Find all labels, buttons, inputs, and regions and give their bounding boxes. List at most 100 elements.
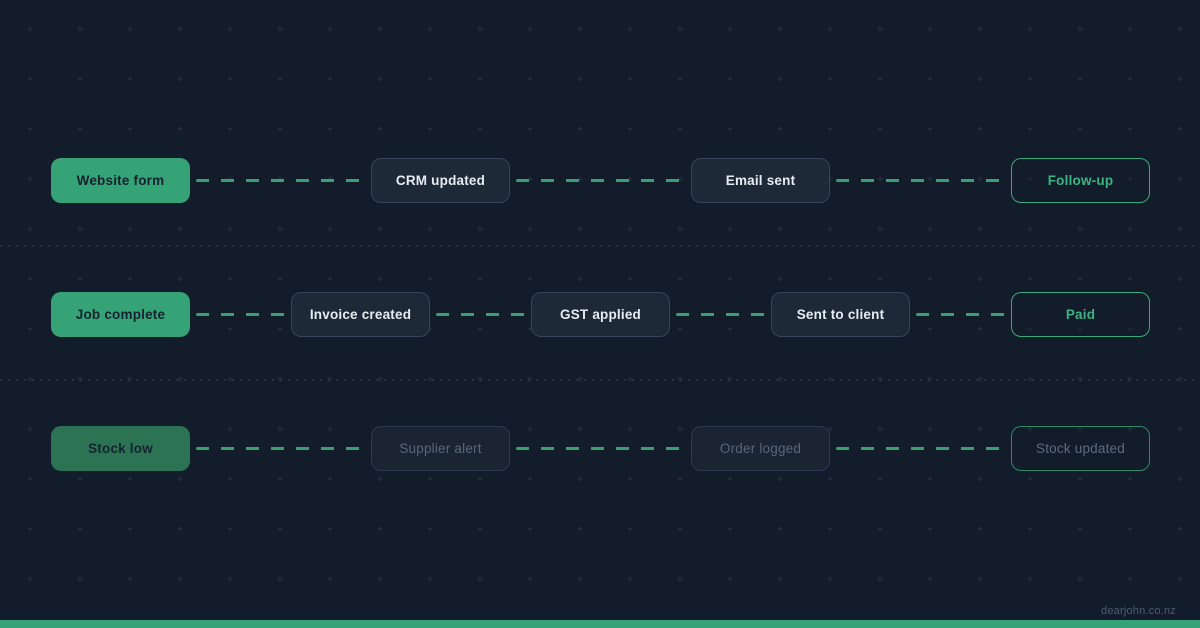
grid-plus-mark: + — [476, 524, 484, 535]
grid-plus-mark: + — [1026, 224, 1034, 235]
grid-plus-mark: + — [726, 224, 734, 235]
grid-plus-mark: + — [376, 74, 384, 85]
grid-plus-mark: + — [1076, 474, 1084, 485]
grid-plus-mark: + — [876, 424, 884, 435]
grid-plus-mark: + — [176, 574, 184, 585]
grid-plus-mark: + — [676, 124, 684, 135]
flow-node-email-sent: Email sent — [691, 158, 830, 203]
grid-plus-mark: + — [726, 574, 734, 585]
grid-plus-mark: + — [26, 274, 34, 285]
grid-plus-mark: + — [1126, 474, 1134, 485]
grid-plus-mark: + — [426, 124, 434, 135]
grid-plus-mark: + — [76, 124, 84, 135]
grid-plus-mark: + — [1126, 24, 1134, 35]
grid-plus-mark: + — [176, 74, 184, 85]
grid-plus-mark: + — [676, 224, 684, 235]
grid-plus-mark: + — [176, 274, 184, 285]
grid-plus-mark: + — [476, 474, 484, 485]
grid-plus-mark: + — [1126, 224, 1134, 235]
grid-plus-mark: + — [826, 224, 834, 235]
grid-plus-mark: + — [726, 474, 734, 485]
grid-plus-mark: + — [1026, 24, 1034, 35]
node-label: Order logged — [719, 441, 802, 456]
grid-plus-mark: + — [926, 474, 934, 485]
dashed-connector — [836, 447, 1005, 450]
grid-plus-mark: + — [226, 574, 234, 585]
grid-plus-mark: + — [1026, 524, 1034, 535]
grid-plus-mark: + — [726, 74, 734, 85]
grid-plus-mark: + — [1026, 124, 1034, 135]
dashed-connector — [516, 179, 685, 182]
grid-plus-mark: + — [76, 574, 84, 585]
grid-plus-mark: + — [926, 124, 934, 135]
grid-plus-mark: + — [276, 124, 284, 135]
grid-plus-mark: + — [726, 274, 734, 285]
grid-plus-mark: + — [376, 24, 384, 35]
flow-node-sent-to-client: Sent to client — [771, 292, 910, 337]
grid-plus-mark: + — [476, 324, 484, 335]
grid-plus-mark: + — [1176, 24, 1184, 35]
grid-plus-mark: + — [776, 24, 784, 35]
grid-plus-mark: + — [976, 324, 984, 335]
grid-plus-mark: + — [1176, 274, 1184, 285]
grid-plus-mark: + — [226, 474, 234, 485]
grid-plus-mark: + — [26, 74, 34, 85]
grid-plus-mark: + — [326, 74, 334, 85]
grid-plus-mark: + — [1176, 474, 1184, 485]
grid-plus-mark: + — [226, 424, 234, 435]
grid-plus-mark: + — [326, 24, 334, 35]
grid-plus-mark: + — [876, 224, 884, 235]
grid-plus-mark: + — [326, 574, 334, 585]
node-label: Stock updated — [1036, 441, 1125, 456]
grid-plus-mark: + — [626, 274, 634, 285]
flow-node-supplier-alert: Supplier alert — [371, 426, 510, 471]
grid-plus-mark: + — [626, 24, 634, 35]
grid-plus-mark: + — [1176, 524, 1184, 535]
grid-plus-mark: + — [826, 274, 834, 285]
grid-plus-mark: + — [376, 124, 384, 135]
grid-plus-mark: + — [826, 124, 834, 135]
grid-plus-mark: + — [426, 24, 434, 35]
grid-plus-mark: + — [226, 124, 234, 135]
grid-plus-mark: + — [676, 424, 684, 435]
grid-plus-mark: + — [876, 74, 884, 85]
grid-plus-mark: + — [676, 324, 684, 335]
grid-plus-mark: + — [1176, 174, 1184, 185]
grid-plus-mark: + — [1126, 74, 1134, 85]
flow-node-stock-low: Stock low — [51, 426, 190, 471]
grid-plus-mark: + — [26, 324, 34, 335]
grid-plus-mark: + — [276, 424, 284, 435]
grid-plus-mark: + — [126, 274, 134, 285]
grid-plus-mark: + — [476, 224, 484, 235]
grid-plus-mark: + — [76, 24, 84, 35]
grid-plus-mark: + — [576, 24, 584, 35]
grid-plus-mark: + — [826, 524, 834, 535]
grid-plus-mark: + — [626, 474, 634, 485]
grid-plus-mark: + — [826, 74, 834, 85]
node-label: Supplier alert — [399, 441, 482, 456]
grid-plus-mark: + — [326, 424, 334, 435]
grid-plus-mark: + — [326, 474, 334, 485]
grid-plus-mark: + — [776, 74, 784, 85]
grid-plus-mark: + — [276, 524, 284, 535]
grid-plus-mark: + — [626, 524, 634, 535]
grid-plus-mark: + — [426, 524, 434, 535]
grid-plus-mark: + — [926, 524, 934, 535]
node-label: GST applied — [560, 307, 641, 322]
flow-node-stock-updated: Stock updated — [1011, 426, 1150, 471]
grid-plus-mark: + — [576, 224, 584, 235]
grid-plus-mark: + — [526, 474, 534, 485]
grid-plus-mark: + — [526, 524, 534, 535]
grid-plus-mark: + — [76, 524, 84, 535]
dashed-connector — [196, 447, 365, 450]
dashed-connector — [836, 179, 1005, 182]
grid-plus-mark: + — [1176, 324, 1184, 335]
grid-plus-mark: + — [326, 124, 334, 135]
grid-plus-mark: + — [1026, 574, 1034, 585]
grid-plus-mark: + — [776, 474, 784, 485]
grid-plus-mark: + — [676, 24, 684, 35]
grid-plus-mark: + — [526, 74, 534, 85]
grid-plus-mark: + — [676, 574, 684, 585]
flow-node-website-form: Website form — [51, 158, 190, 203]
